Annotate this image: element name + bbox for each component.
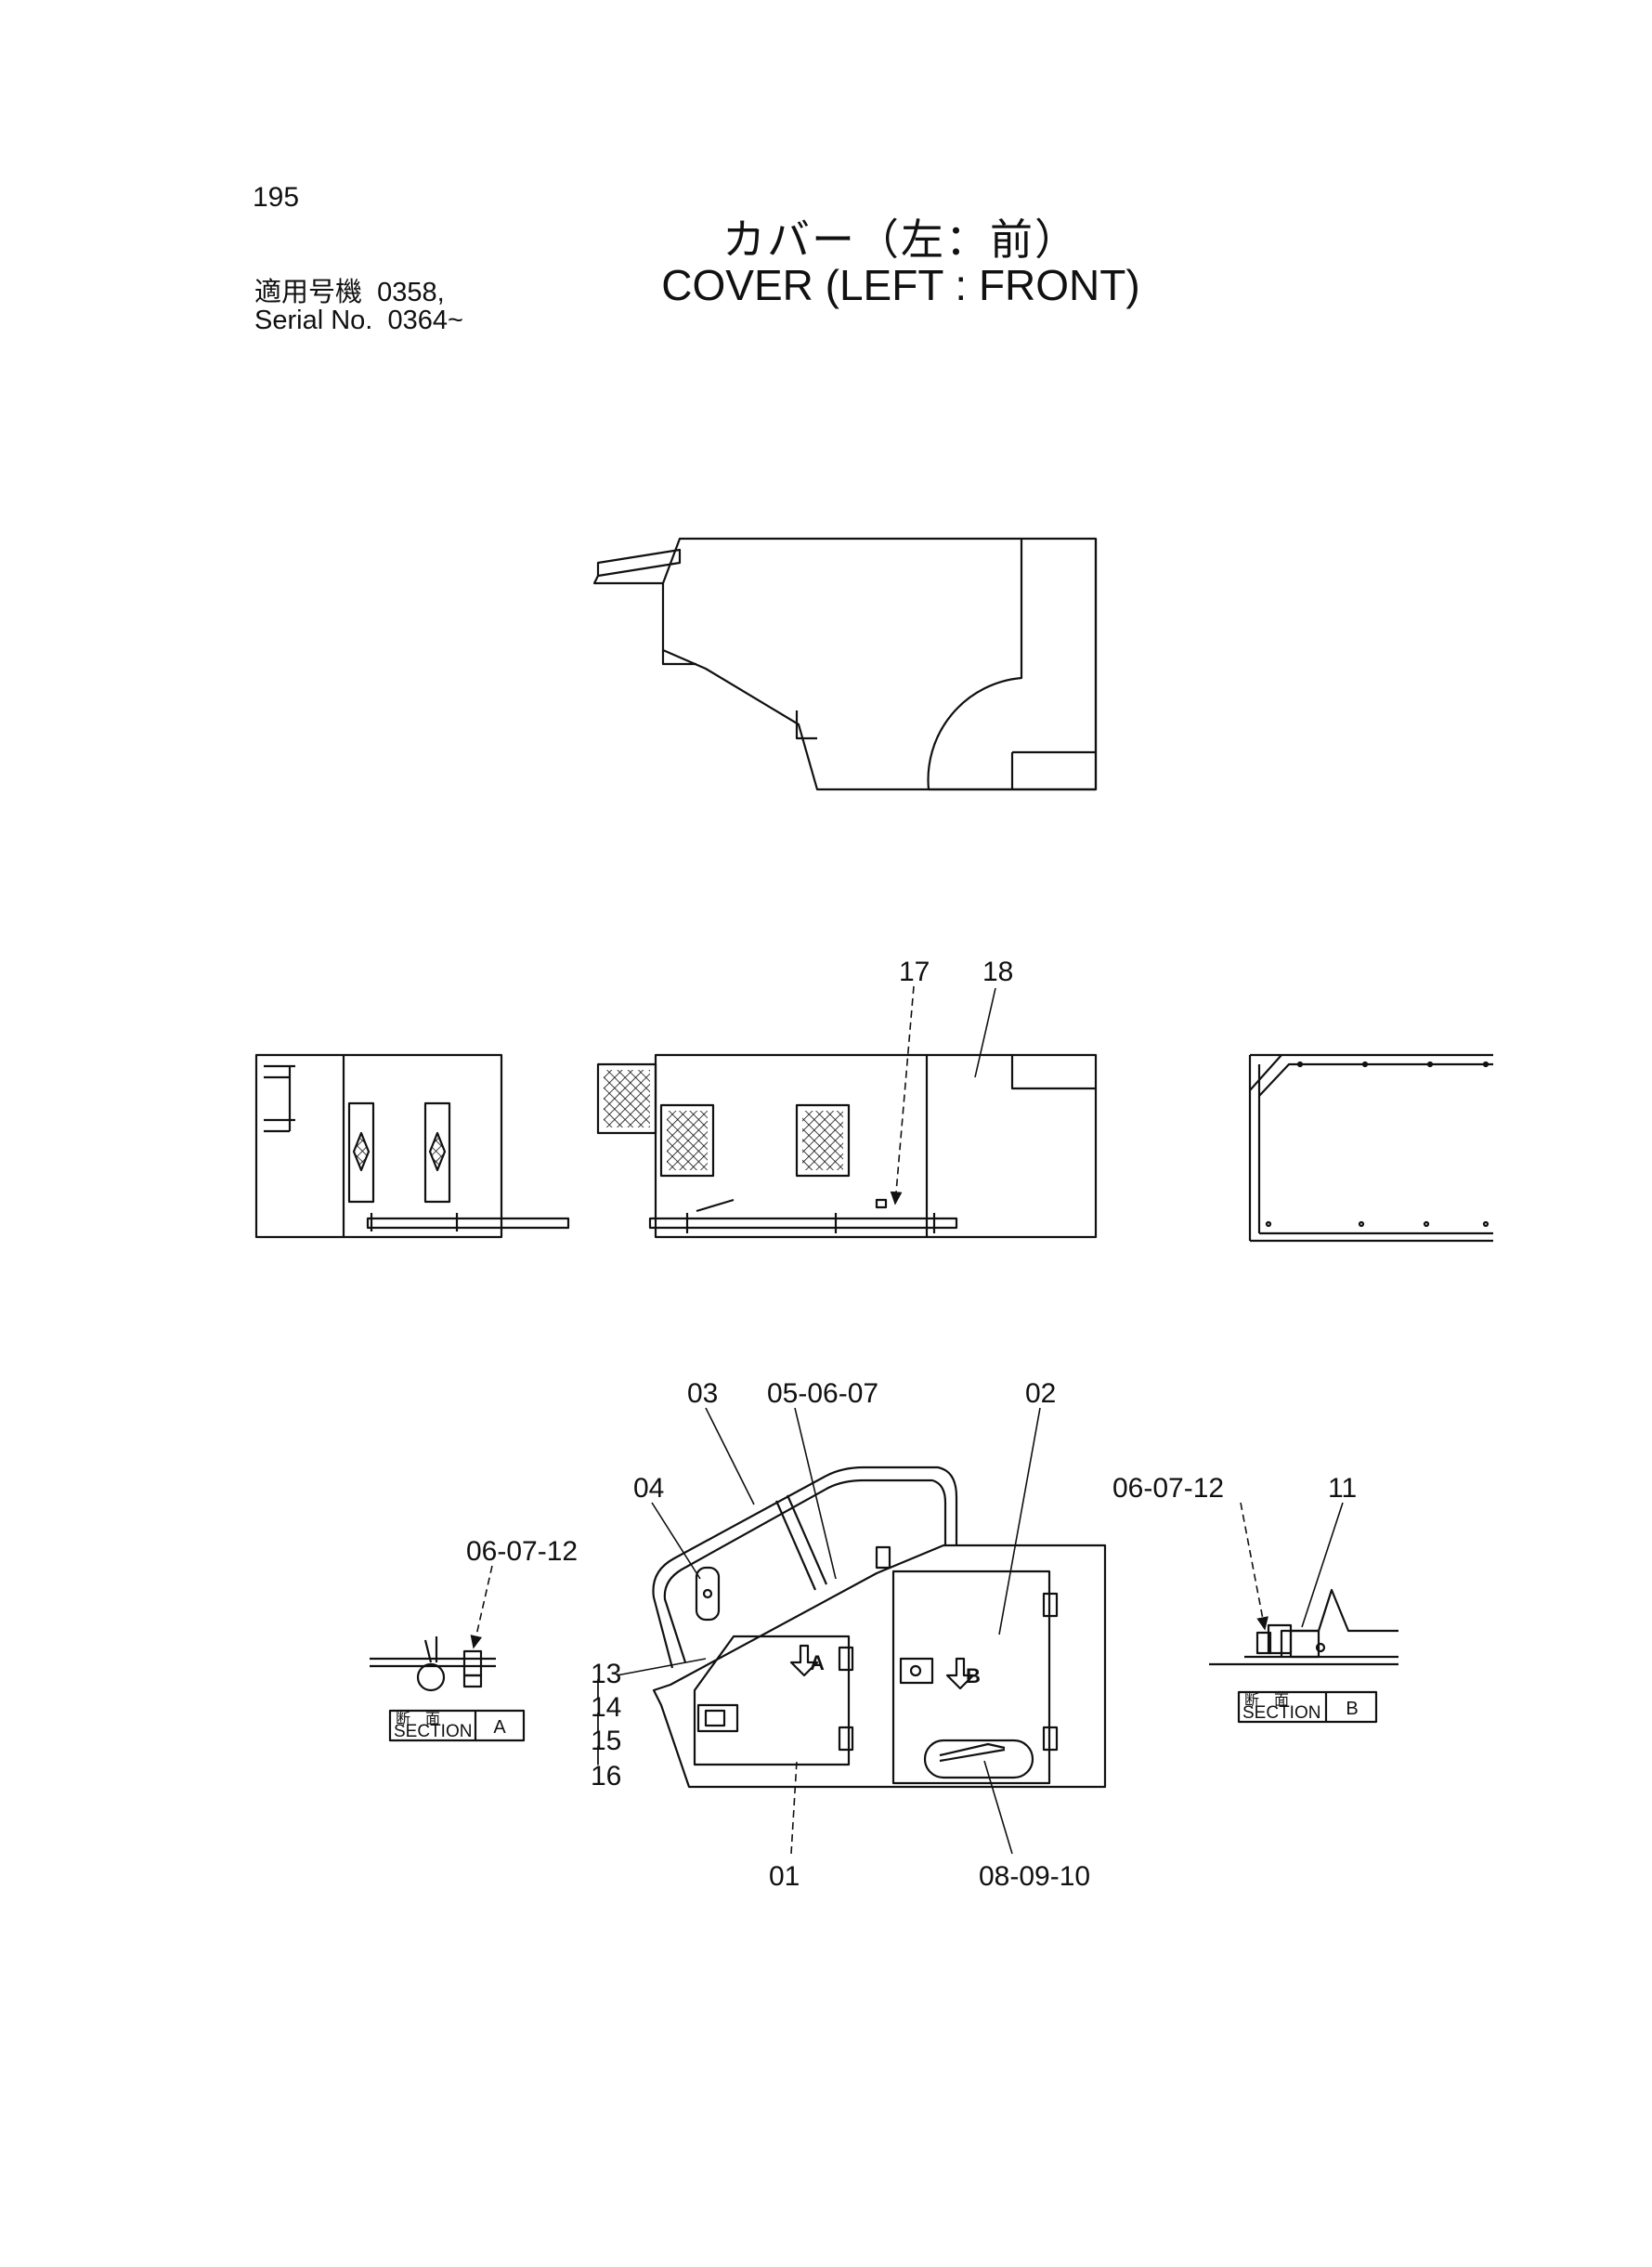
serial-line: Serial No. 0364~	[254, 306, 463, 334]
section-b-en: SECTION	[1242, 1703, 1320, 1723]
callout-14: 14	[591, 1692, 621, 1723]
callout-06-07-12-right: 06-07-12	[1112, 1473, 1224, 1504]
section-b-jp: 断 面	[1244, 1692, 1289, 1709]
section-b-detail	[1209, 1588, 1398, 1724]
section-b-letter: B	[1346, 1699, 1358, 1719]
left-side-view	[254, 1053, 570, 1239]
callout-06-07-12-left: 06-07-12	[466, 1536, 578, 1567]
section-a-label: 断 面 SECTION A	[394, 1711, 506, 1741]
separator-14-15: |	[595, 1709, 601, 1732]
callout-15: 15	[591, 1726, 621, 1756]
callout-08-09-10: 08-09-10	[979, 1861, 1090, 1892]
callout-03: 03	[687, 1378, 718, 1409]
serial-info: 適用号機 0358, Serial No. 0364~	[254, 279, 463, 334]
separator-13-14: |	[595, 1675, 601, 1699]
callout-17: 17	[899, 957, 930, 987]
serial-label: Serial No.	[254, 306, 373, 335]
callout-18: 18	[982, 957, 1013, 987]
applicable-label: 適用号機	[254, 278, 363, 307]
callout-01: 01	[769, 1861, 800, 1892]
end-view	[1248, 1053, 1493, 1243]
applicable-value: 0358,	[377, 278, 445, 307]
section-a-detail	[370, 1636, 526, 1742]
section-b-label: 断 面 SECTION B	[1242, 1692, 1359, 1723]
page-number: 195	[253, 182, 300, 213]
section-a-jp: 断 面	[396, 1711, 440, 1727]
callout-02: 02	[1025, 1378, 1056, 1409]
title-japanese: カバー（左：前）	[722, 215, 1079, 265]
title-english: COVER (LEFT : FRONT)	[661, 261, 1140, 309]
section-a-en: SECTION	[394, 1722, 472, 1741]
section-a-letter: A	[493, 1717, 506, 1738]
separator-15-16: |	[595, 1742, 601, 1765]
leader-lines	[470, 985, 1344, 1855]
callout-04: 04	[633, 1473, 664, 1504]
callout-11: 11	[1328, 1473, 1357, 1504]
callout-05-06-07: 05-06-07	[767, 1378, 878, 1409]
callout-16: 16	[591, 1761, 621, 1791]
applicable-line: 適用号機 0358,	[254, 279, 463, 306]
top-view	[592, 537, 1098, 791]
center-side-view	[596, 1053, 1098, 1239]
isometric-view	[652, 1466, 1107, 1789]
callout-13: 13	[591, 1659, 621, 1689]
serial-value: 0364~	[387, 306, 463, 335]
view-arrow-a-label: A	[810, 1651, 825, 1674]
view-arrow-b-label: B	[966, 1664, 981, 1687]
